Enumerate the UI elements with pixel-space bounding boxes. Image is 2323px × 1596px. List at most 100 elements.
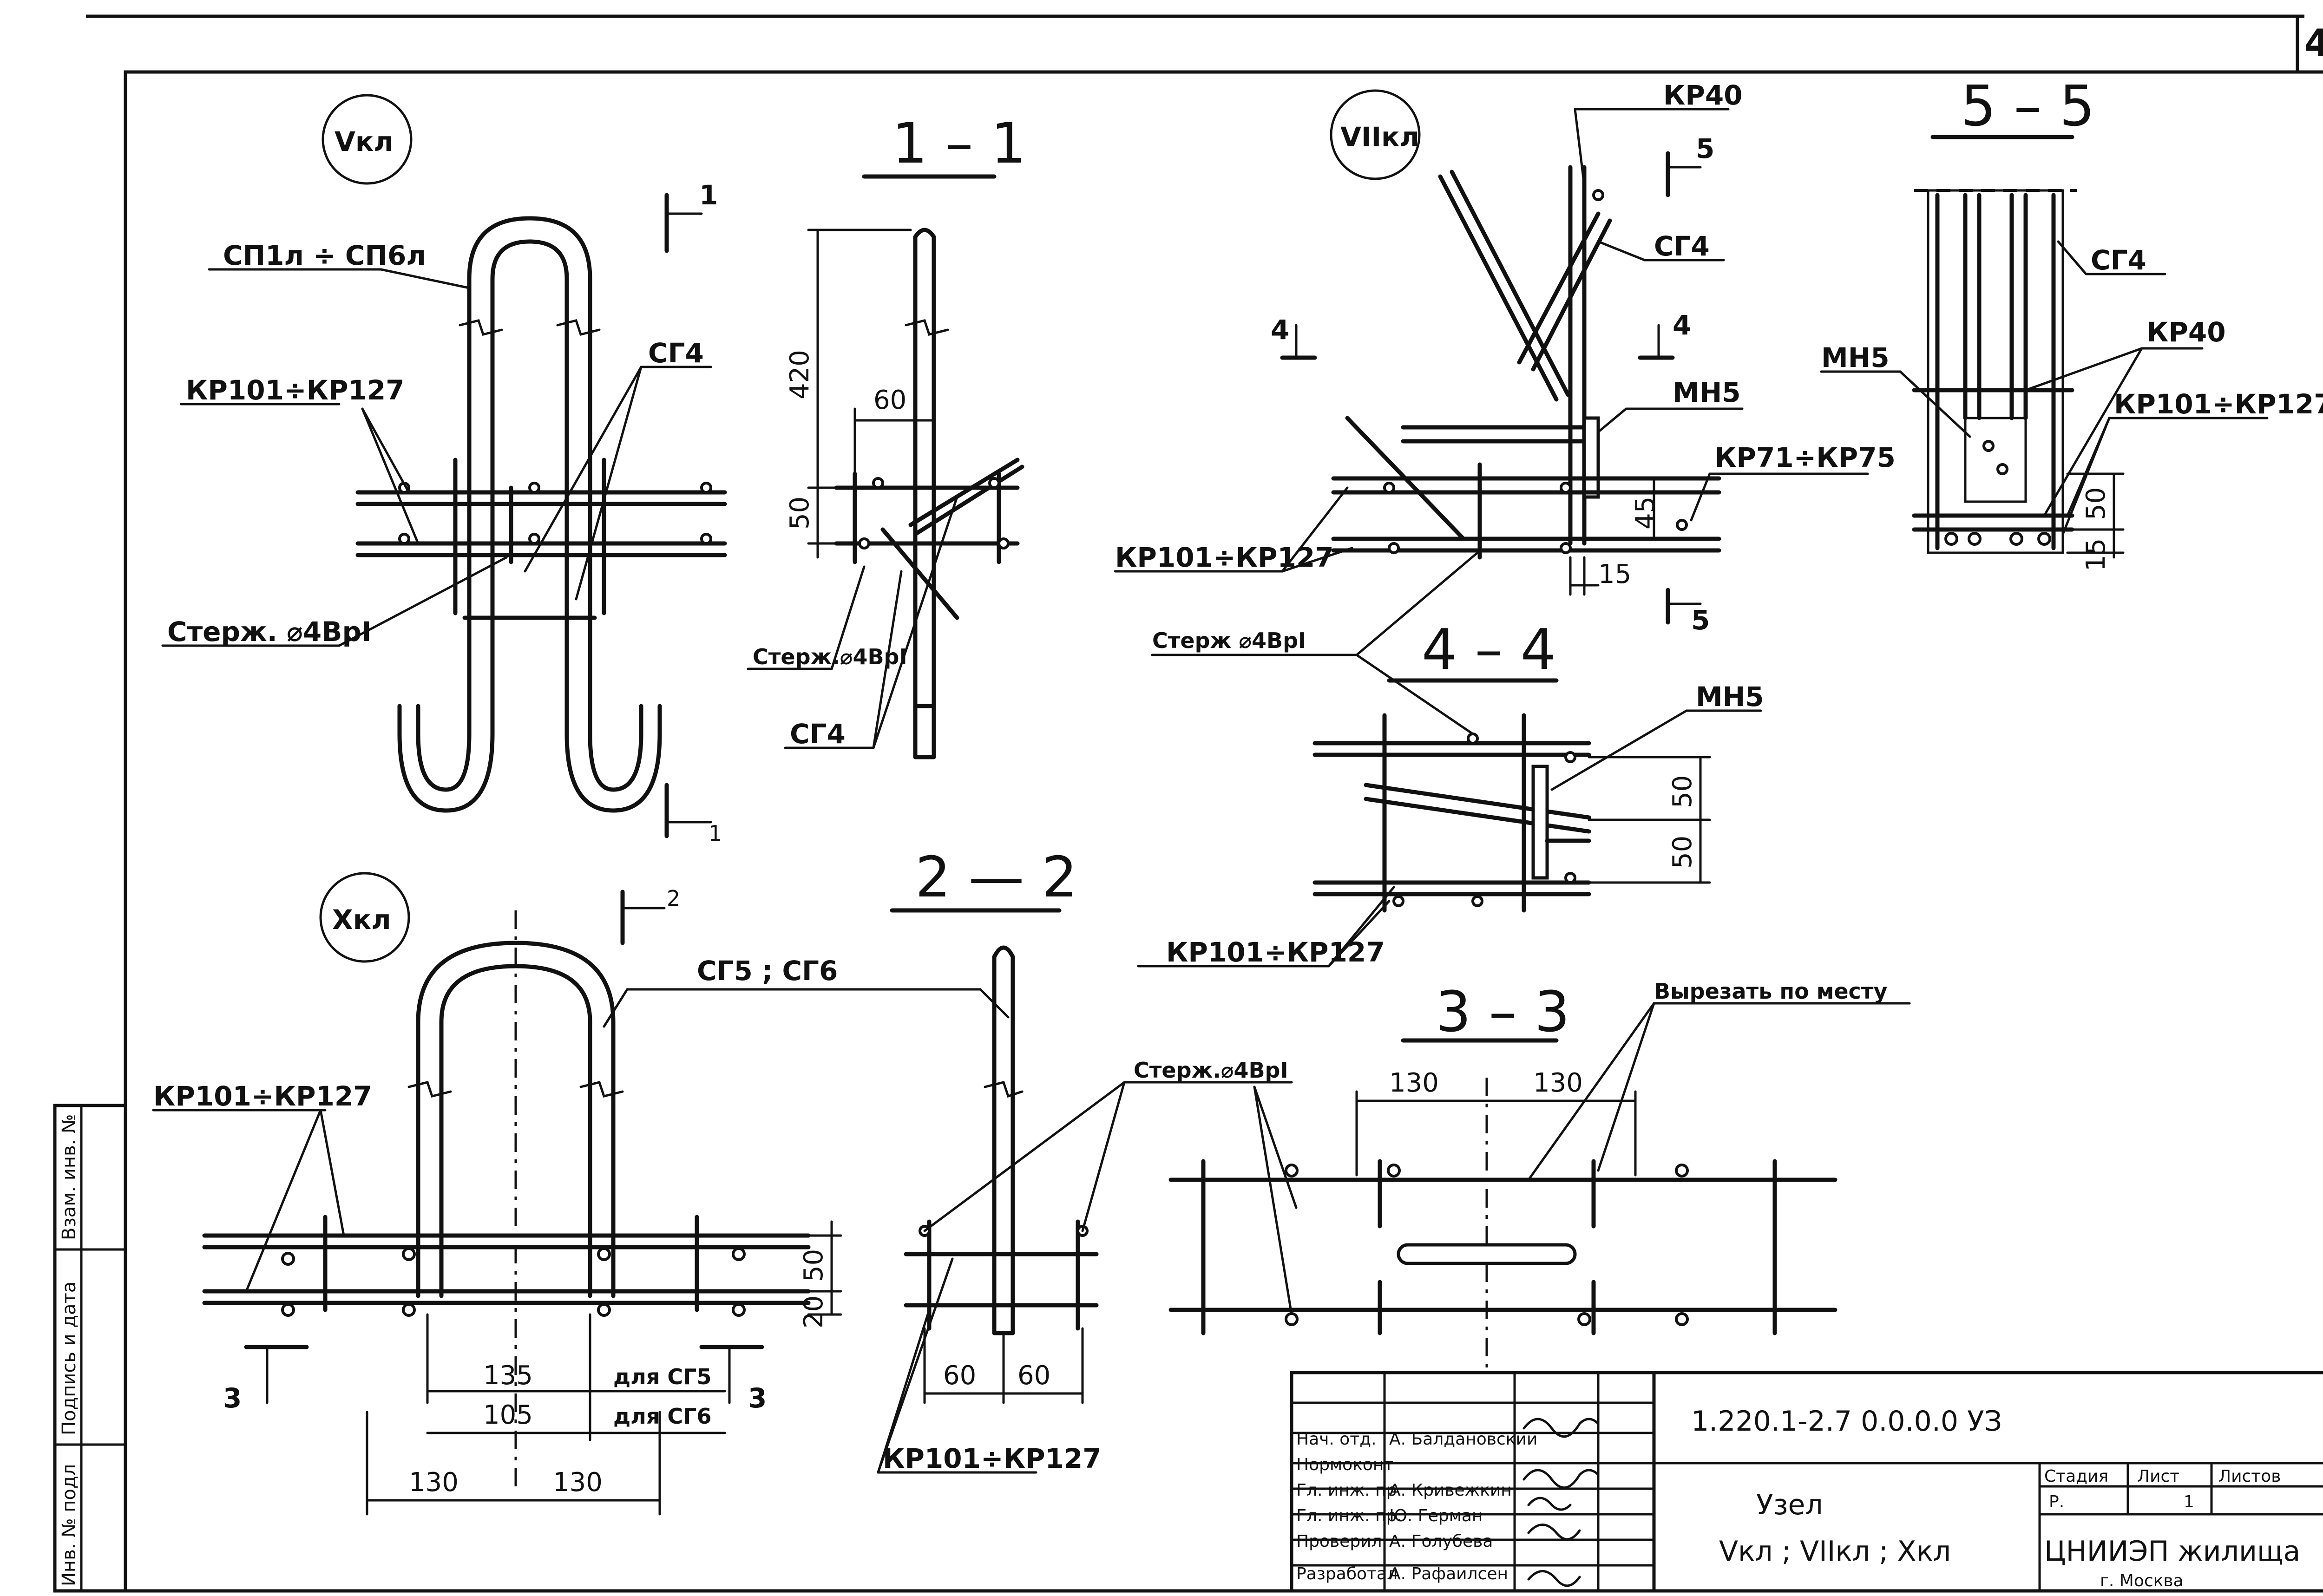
dim-130-a: 130	[409, 1467, 459, 1498]
label-kr40-b: КР40	[2146, 316, 2226, 348]
cut-4-right: 4	[1673, 309, 1691, 341]
label-kr101-c: КР101÷КР127	[1115, 542, 1334, 573]
label-kr-a: КР101÷КР127	[186, 374, 405, 406]
cut-3-right: 3	[748, 1382, 767, 1414]
section-3-3-title: 3 – 3	[1436, 980, 1570, 1045]
label-sg56: СГ5 ; СГ6	[697, 955, 838, 987]
label-mn5-c: МН5	[1821, 342, 1890, 373]
cut-1-bottom: 1	[709, 821, 722, 846]
label-kr101-f: КР101÷КР127	[153, 1080, 372, 1112]
tb-role-2: Гл. инж. пр.	[1296, 1481, 1402, 1500]
stage-header: Стадия	[2044, 1467, 2108, 1486]
label-kr101-g: КР101÷КР127	[883, 1443, 1102, 1474]
node-v-label: Vкл	[335, 126, 394, 157]
org-city: г. Москва	[2100, 1571, 2184, 1590]
stamp-vzam: Взам. инв. №	[59, 1114, 80, 1240]
dim-105: 105	[483, 1400, 533, 1430]
cut-2: 2	[667, 886, 680, 911]
stamp-inv-podl: Инв. № подл	[59, 1464, 80, 1586]
tb-name-3: Ю. Герман	[1389, 1506, 1483, 1525]
stamp-podpis: Подпись и дата	[59, 1282, 80, 1435]
tb-role-5: Разработал	[1296, 1564, 1398, 1583]
tb-name-5: А. Рафаилсен	[1389, 1564, 1508, 1583]
label-kr40-a: КР40	[1663, 79, 1743, 111]
label-sterzh-b: Стерж.⌀4ВрI	[753, 644, 907, 669]
label-mn5-b: МН5	[1696, 681, 1764, 713]
dim-15-b: 15	[2081, 538, 2111, 571]
label-for-sg5: для СГ5	[613, 1364, 711, 1389]
label-cut-note: Вырезать по месту	[1654, 979, 1887, 1004]
node-vii-view: VIIкл 4 4 5 5	[1114, 79, 1896, 636]
section-4-4: 4 – 4 50 50 Стерж ⌀4ВрI МН5 КР101÷К	[1137, 551, 1764, 968]
sheet-header: Лист	[2137, 1467, 2179, 1486]
dim-130-b: 130	[553, 1467, 603, 1498]
dim-20: 20	[799, 1295, 829, 1328]
sheet-frame: 46	[86, 14, 2323, 1593]
title-block: 1.220.1-2.7 0.0.0.0 УЗ Нач. отд. А. Балд…	[1290, 1371, 2323, 1593]
tb-name-4: А. Голубева	[1389, 1532, 1493, 1551]
label-kr101-e: КР101÷КР127	[2114, 388, 2323, 420]
dim-50-b: 50	[2081, 487, 2111, 520]
drawing-subtitle: Vкл ; VIIкл ; Xкл	[1719, 1535, 1951, 1568]
section-5-5-title: 5 – 5	[1961, 74, 2095, 139]
node-x-circle	[319, 872, 410, 963]
drawing-title: Узел	[1756, 1489, 1823, 1521]
dim-45: 45	[1630, 497, 1660, 530]
label-kr71: КР71÷КР75	[1714, 442, 1896, 473]
label-kr101-d: КР101÷КР127	[1166, 936, 1385, 968]
sheet-number: 46	[2304, 21, 2323, 65]
section-3-3: 3 – 3 130 130 Вырезать по месту	[1168, 979, 1911, 1375]
cut-5-top: 5	[1696, 133, 1714, 164]
label-sg4-b: СГ4	[790, 718, 846, 750]
org-name: ЦНИИЭП жилища	[2044, 1535, 2300, 1568]
label-mn5-a: МН5	[1673, 377, 1741, 408]
dim-130-d: 130	[1533, 1068, 1583, 1098]
label-sterzh-c: Стерж ⌀4ВрI	[1152, 628, 1306, 653]
section-4-4-title: 4 – 4	[1422, 618, 1556, 682]
section-1-1-title: 1 – 1	[892, 111, 1026, 176]
label-sp: СП1л ÷ СП6л	[223, 240, 426, 271]
dim-130-c: 130	[1389, 1068, 1439, 1098]
sheets-header: Листов	[2218, 1467, 2281, 1486]
label-sg4-d: СГ4	[2091, 244, 2146, 276]
section-2-2-title: 2 — 2	[915, 845, 1077, 910]
node-x-label: Xкл	[332, 904, 391, 935]
label-sg4-a: СГ4	[648, 337, 704, 369]
node-v-view: Vкл 1 1 СП1л ÷ С	[161, 94, 727, 846]
node-vii-label: VIIкл	[1340, 121, 1419, 153]
tb-name-0: А. Балдановский	[1389, 1430, 1537, 1449]
cut-5-bottom: 5	[1691, 604, 1710, 636]
dim-50-c: 50	[1667, 775, 1698, 808]
signatures	[1522, 1418, 1600, 1587]
dim-135: 135	[483, 1361, 533, 1391]
dim-50-a: 50	[785, 497, 815, 530]
section-2-2: 2 — 2 60 60 Стерж.⌀4ВрI КР101÷КР127	[877, 845, 1298, 1474]
cut-1-top: 1	[699, 179, 718, 211]
node-v-circle	[322, 94, 413, 185]
dim-60-c: 60	[1017, 1361, 1050, 1391]
cut-4-left: 4	[1271, 314, 1289, 346]
section-1-1: 1 – 1 420 50 60 Стерж.⌀4ВрI	[747, 111, 1026, 759]
label-sterzh-d: Стерж.⌀4ВрI	[1134, 1058, 1288, 1083]
dim-15-a: 15	[1598, 559, 1631, 589]
dim-50-d: 50	[1667, 836, 1698, 869]
section-5-5: 5 – 5 50 15 СГ4 КР40 МН5	[1820, 74, 2323, 571]
dim-420: 420	[785, 350, 815, 399]
tb-role-0: Нач. отд.	[1296, 1430, 1377, 1449]
tb-role-1: Нормоконт	[1296, 1455, 1393, 1474]
tb-role-4: Проверил	[1296, 1532, 1382, 1551]
dim-50-e: 50	[799, 1249, 829, 1282]
label-sg4-c: СГ4	[1654, 230, 1710, 262]
doc-code: 1.220.1-2.7 0.0.0.0 УЗ	[1691, 1405, 2002, 1438]
sheet-value: 1	[2184, 1492, 2194, 1511]
cut-3-left: 3	[223, 1382, 242, 1414]
label-for-sg6: для СГ6	[613, 1404, 711, 1429]
dim-60-b: 60	[943, 1361, 976, 1391]
label-sterzh-a: Стерж. ⌀4ВрI	[167, 616, 372, 648]
tb-name-2: А. Кривежкин	[1389, 1481, 1512, 1500]
dim-60-a: 60	[873, 385, 906, 415]
side-stamp: Взам. инв. № Подпись и дата Инв. № подл	[53, 1104, 127, 1593]
node-x-view: Xкл 2 3 3 50 20	[152, 872, 1010, 1516]
node-vii-circle	[1330, 89, 1421, 180]
